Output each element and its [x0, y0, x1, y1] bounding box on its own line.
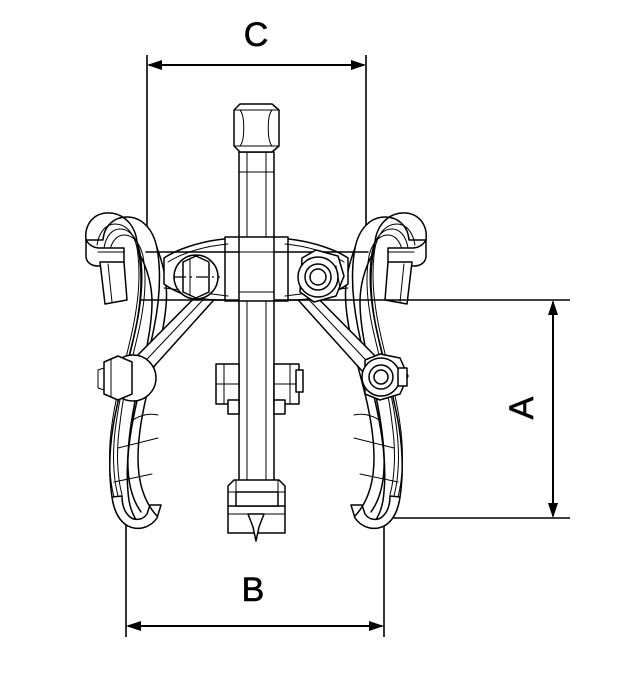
dimension-c-arrow-left	[147, 60, 162, 70]
dimension-c: C	[146, 16, 367, 252]
upper-pivot-bolt-right	[297, 249, 345, 303]
dimension-b-arrow-right	[369, 621, 384, 631]
puller-arm-left	[85, 212, 168, 530]
shaft-collar-left-shank	[227, 399, 240, 415]
shaft-collar-right-shank	[273, 399, 286, 415]
hex-head-bolt-face-right	[267, 109, 273, 147]
pressure-tip-collar	[235, 491, 279, 507]
lower-pivot-bolt-right	[361, 353, 409, 401]
spindle-shaft-body	[238, 151, 275, 493]
arm-right-shank-upper	[384, 261, 413, 305]
yoke-center-block	[224, 236, 289, 302]
center-spindle-shaft	[238, 151, 275, 493]
dimension-a-arrow-bottom	[548, 503, 558, 518]
arm-left-shank-upper	[99, 261, 128, 305]
shaft-collar-bolt-right	[273, 363, 304, 415]
arm-right-shank-rib	[399, 263, 405, 303]
upper-pivot-right-shank	[309, 268, 327, 286]
hex-head-bolt	[233, 103, 280, 153]
arm-right-strand-2	[369, 228, 409, 497]
arm-right-facet-2	[359, 473, 399, 483]
arm-right-foot-edge	[354, 517, 385, 529]
arm-right-facet-3	[353, 413, 380, 421]
upper-pivot-right-hex-face	[335, 265, 341, 289]
dimension-b-label: B	[242, 571, 265, 609]
upper-pivot-bolt-left	[173, 254, 220, 300]
shaft-collar-right-tab	[295, 369, 304, 393]
arm-left-facet-2	[113, 473, 153, 483]
arm-left-facet-3	[132, 413, 159, 421]
dimension-a-arrow-top	[548, 300, 558, 315]
shaft-collar-bolt-left	[215, 363, 240, 415]
arm-left-foot-edge	[127, 517, 158, 529]
arm-left-shank-rib	[107, 263, 113, 303]
pressure-tip	[227, 479, 286, 542]
lower-pivot-left-nut-tail	[97, 367, 105, 391]
dimension-c-label: C	[244, 16, 269, 54]
yoke-left-contour	[167, 243, 229, 263]
arm-right-strand-3	[366, 234, 403, 496]
arm-left-foot	[111, 495, 162, 530]
dimension-a-label: A	[503, 396, 541, 419]
dimension-a: A	[393, 299, 570, 519]
dimension-c-arrow-right	[351, 60, 366, 70]
pressure-tip-point	[247, 513, 265, 542]
arm-left-strand-2	[103, 228, 143, 497]
dimension-b: B	[125, 520, 385, 637]
lower-pivot-bolt-left	[97, 354, 157, 402]
arm-right-foot	[350, 495, 401, 530]
dimension-b-arrow-left	[126, 621, 141, 631]
arm-left-strand-1	[96, 223, 140, 498]
lower-pivot-left-hex	[103, 355, 133, 401]
arm-left-strand-3	[109, 234, 146, 496]
lower-pivot-right-shank	[373, 369, 389, 385]
lower-pivot-right-tab	[397, 367, 408, 387]
hex-head-bolt-face-left	[239, 109, 245, 147]
